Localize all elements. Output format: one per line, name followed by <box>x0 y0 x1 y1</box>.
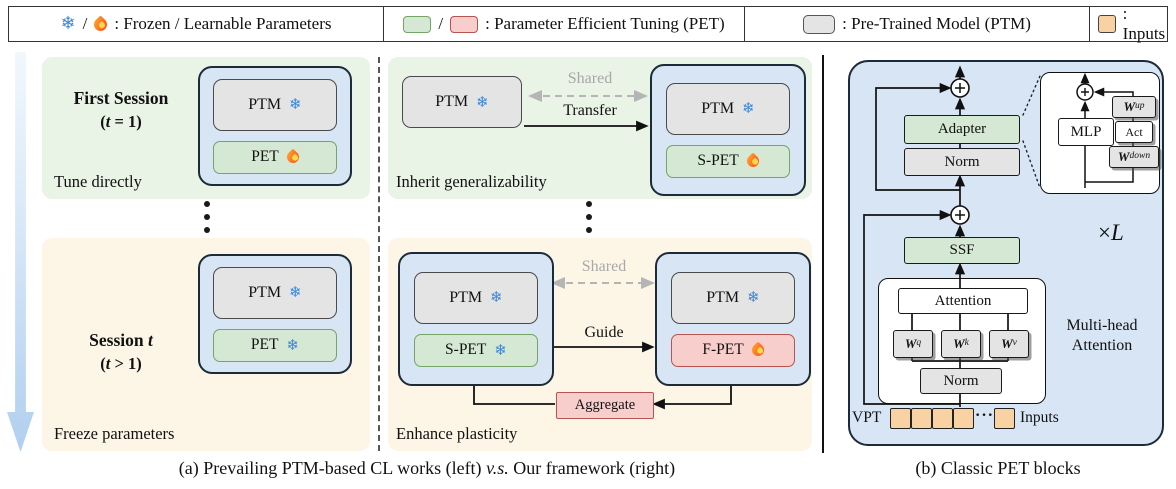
mlp-box: MLP <box>1058 118 1114 146</box>
snowflake-icon: ❄ <box>60 13 76 34</box>
ptm-label: PTM <box>449 288 483 306</box>
input-ellipsis: ··· <box>975 407 995 424</box>
ptm-box: PTM ❄ <box>414 271 538 324</box>
legend-pet-label: : Parameter Efficient Tuning (PET) <box>485 14 725 33</box>
caption-a: (a) Prevailing PTM-based CL works (left)… <box>178 458 676 478</box>
f-pet-box: F-PET <box>671 333 795 367</box>
legend-ptm: : Pre-Trained Model (PTM) <box>744 7 1089 41</box>
frozen-icon: ❄ <box>476 92 489 111</box>
s-pet-label: S-PET <box>445 341 487 358</box>
first-session-subtitle: (t = 1) <box>100 112 142 131</box>
multi-head-attention-label: Multi-head Attention <box>1066 317 1138 354</box>
solid-panel-divider <box>822 55 824 453</box>
fire-icon <box>284 148 302 166</box>
norm-box-top: Norm <box>904 148 1020 176</box>
slow-model-box: PTM ❄ S-PET ❄ <box>398 252 554 386</box>
s-pet-label: S-PET <box>697 152 739 169</box>
ellipsis-dots <box>204 201 210 233</box>
frozen-icon: ❄ <box>490 288 503 306</box>
slash-separator: / <box>82 14 88 33</box>
frozen-icon: ❄ <box>286 335 300 354</box>
frozen-icon: ❄ <box>289 283 302 301</box>
ptm-label: PTM <box>248 283 282 301</box>
ptm-box: PTM ❄ <box>666 82 790 135</box>
first-session-model-box: PTM ❄ PET <box>198 66 352 186</box>
pet-box: PET <box>213 140 337 174</box>
inherit-generalizability-note: Inherit generalizability <box>396 172 547 191</box>
timeline-down-arrow-icon <box>7 52 34 452</box>
f-pet-label: F-PET <box>702 341 744 358</box>
tune-directly-note: Tune directly <box>54 172 142 191</box>
vpt-label: VPT <box>852 409 882 426</box>
s-pet-box: S-PET ❄ <box>414 333 538 367</box>
pet-pink-swatch-icon <box>450 15 479 33</box>
ptm-label: PTM <box>706 288 740 306</box>
frozen-icon: ❄ <box>747 288 760 306</box>
frozen-icon: ❄ <box>289 95 302 113</box>
input-token <box>932 408 953 429</box>
session-t-title: Session t (t > 1) <box>50 330 192 374</box>
legend-pet: / : Parameter Efficient Tuning (PET) <box>383 7 744 41</box>
legend-frozen-learnable: ❄ / : Frozen / Learnable Parameters <box>9 7 383 41</box>
ptm-label: PTM <box>701 99 735 117</box>
slash-separator: / <box>438 14 444 33</box>
pet-green-swatch-icon <box>403 15 432 33</box>
s-pet-box: S-PET <box>666 144 790 178</box>
layers-multiplier-label: ×L <box>1098 220 1124 245</box>
fire-icon <box>744 152 762 170</box>
dashed-column-divider <box>378 57 380 451</box>
guide-label: Guide <box>584 324 624 341</box>
shared-label: Shared <box>581 258 627 275</box>
input-token <box>953 408 974 429</box>
attention-box: Attention <box>898 288 1028 314</box>
ptm-box: PTM ❄ <box>213 266 337 319</box>
first-session-title: First Session (t = 1) <box>50 88 192 132</box>
pet-label: PET <box>251 148 279 165</box>
caption-b: (b) Classic PET blocks <box>915 458 1081 478</box>
aggregate-box: Aggregate <box>556 392 654 419</box>
session-t-model-box: PTM ❄ PET ❄ <box>198 254 352 374</box>
ptm-box: PTM ❄ <box>213 78 337 131</box>
ptm-label: PTM <box>248 95 282 113</box>
input-token <box>911 408 932 429</box>
legend-inputs-label: : Inputs <box>1122 4 1166 43</box>
adapter-box: Adapter <box>904 115 1020 144</box>
inputs-label: Inputs <box>1020 409 1059 426</box>
fast-model-box: PTM ❄ F-PET <box>655 252 811 386</box>
ellipsis-dots <box>586 201 592 233</box>
ptm-source-box: PTM ❄ <box>402 76 522 128</box>
legend-ptm-label: : Pre-Trained Model (PTM) <box>842 14 1031 33</box>
inherit-model-box: PTM ❄ S-PET <box>650 64 806 196</box>
session-t-subtitle: (t > 1) <box>100 354 142 373</box>
legend-inputs: : Inputs <box>1089 4 1176 43</box>
shared-label: Shared <box>567 70 613 87</box>
pet-label: PET <box>250 336 279 353</box>
frozen-icon: ❄ <box>742 99 755 117</box>
fire-icon <box>749 341 767 359</box>
legend-bar: ❄ / : Frozen / Learnable Parameters / : … <box>8 4 1168 43</box>
ptm-gray-swatch-icon <box>803 14 836 34</box>
fire-icon <box>91 14 111 34</box>
ptm-box: PTM ❄ <box>671 271 795 324</box>
freeze-parameters-note: Freeze parameters <box>54 424 175 443</box>
frozen-icon: ❄ <box>494 340 507 359</box>
act-box: Act <box>1115 121 1153 143</box>
legend-frozen-learnable-label: : Frozen / Learnable Parameters <box>114 14 332 33</box>
ssf-box: SSF <box>904 237 1020 264</box>
input-token <box>890 408 911 429</box>
ptm-label: PTM <box>435 93 469 110</box>
inputs-orange-swatch-icon <box>1098 15 1116 33</box>
input-token <box>994 408 1015 429</box>
transfer-label: Transfer <box>563 102 617 119</box>
first-session-title-text: First Session <box>73 88 169 108</box>
enhance-plasticity-note: Enhance plasticity <box>396 424 518 443</box>
pet-box: PET ❄ <box>213 328 337 362</box>
norm-box-bottom: Norm <box>920 368 1002 394</box>
